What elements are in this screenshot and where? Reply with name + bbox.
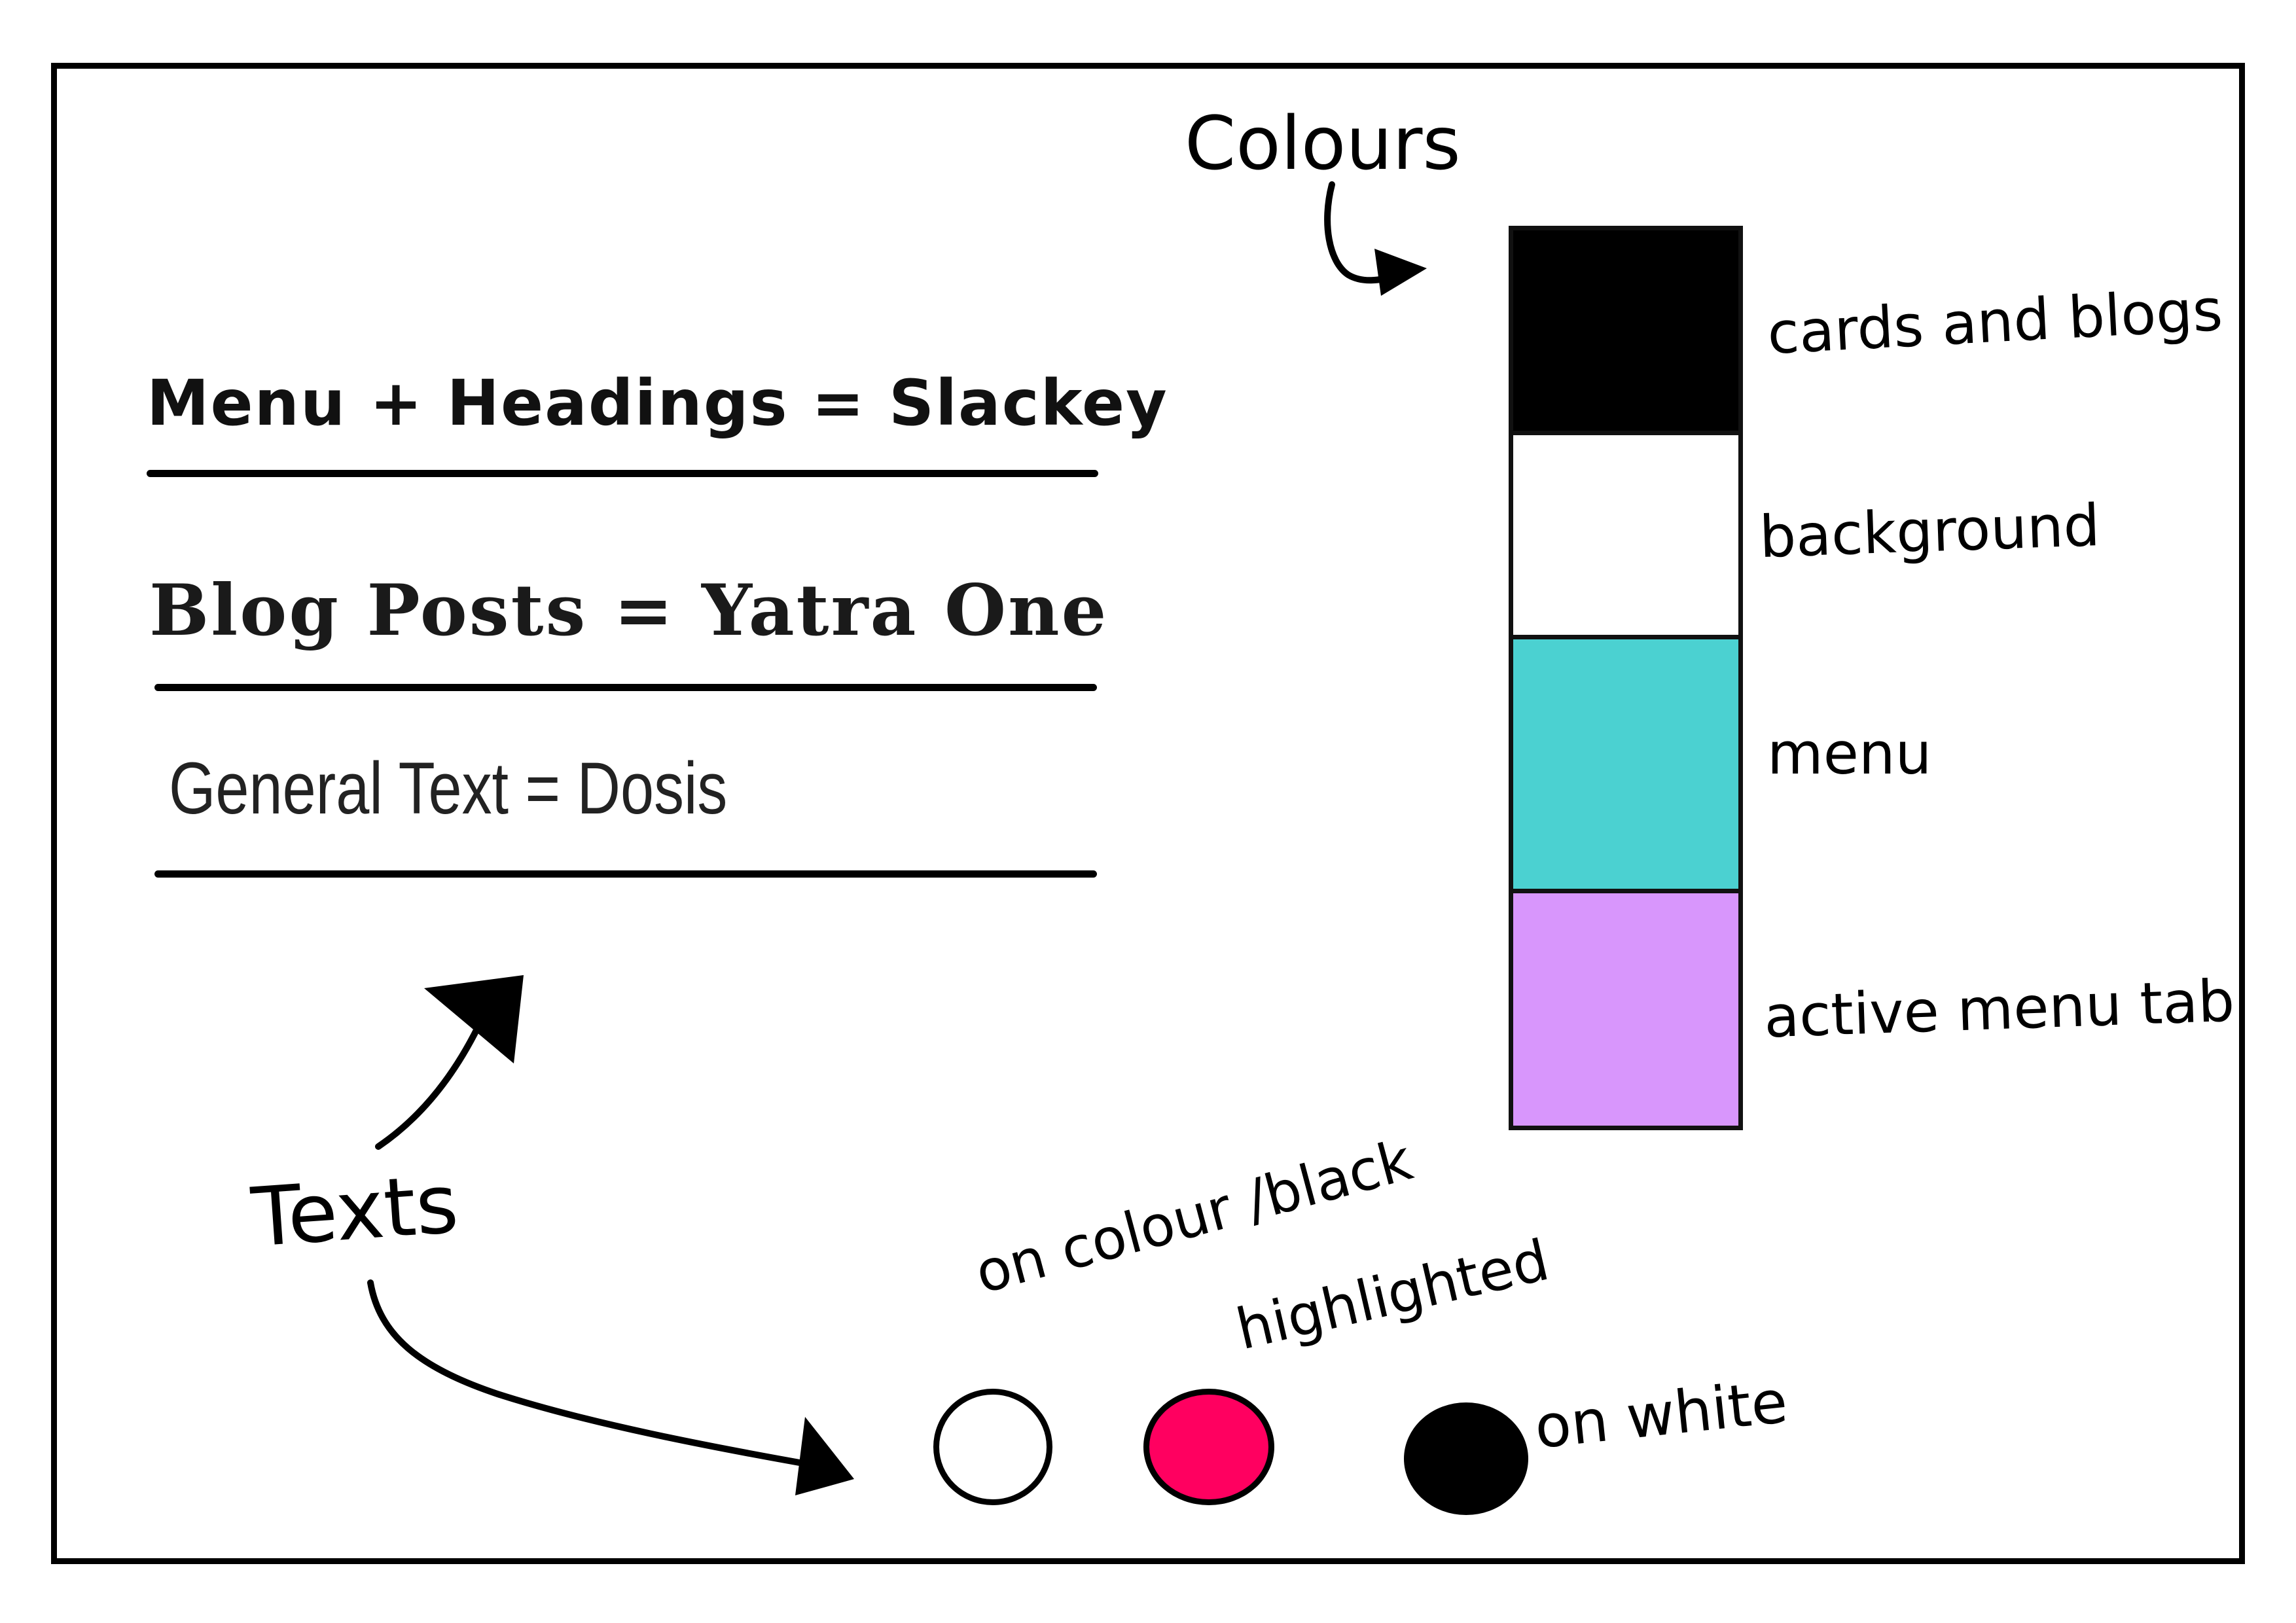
texts-label: Texts [249, 1156, 461, 1266]
text-colour-dot-on-colour [933, 1389, 1052, 1505]
colours-label: Colours [1185, 101, 1461, 187]
divider-line [154, 684, 1097, 691]
font-spec-blog-posts: Blog Posts = Yatra One [149, 569, 1109, 652]
divider-line [154, 870, 1097, 878]
swatch-menu [1509, 639, 1743, 893]
swatch-background [1509, 435, 1743, 639]
swatch-label-menu: menu [1767, 720, 1932, 787]
colour-swatch-stack [1509, 226, 1743, 1130]
swatch-label-background: background [1758, 491, 2102, 571]
font-spec-general-text: General Text = Dosis [169, 747, 728, 829]
text-colour-dot-on-white [1404, 1402, 1528, 1515]
swatch-cards-and-blogs [1509, 226, 1743, 435]
font-spec-menu-headings: Menu + Headings = Slackey [147, 366, 1168, 440]
divider-line [147, 470, 1098, 477]
text-colour-dot-highlighted [1143, 1389, 1274, 1505]
swatch-active-menu-tab [1509, 893, 1743, 1130]
